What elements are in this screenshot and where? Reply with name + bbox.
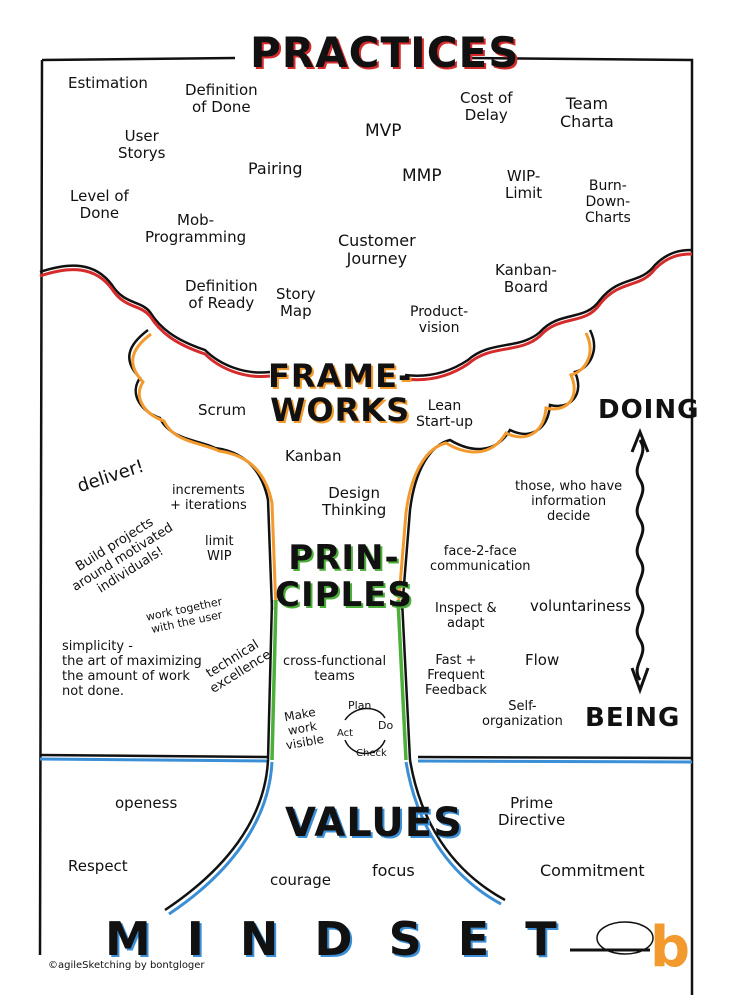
practice-wip-limit: WIP- Limit (505, 167, 543, 203)
practice-user-storys: User Storys (118, 127, 166, 163)
framework-kanban: Kanban (285, 447, 342, 465)
practice-mmp: MMP (402, 166, 442, 186)
principle-simplicity: simplicity - the art of maximizing the a… (62, 639, 202, 699)
value-focus: focus (372, 861, 415, 880)
crown-right-outline (404, 248, 693, 377)
pdca-plan: Plan (348, 699, 372, 712)
principle-cross-functional: cross-functional teams (283, 654, 387, 684)
practice-team-charta: Team Charta (560, 94, 614, 132)
practice-product-vision: Product- vision (410, 304, 469, 337)
practice-cost-of-delay: Cost of Delay (460, 89, 513, 125)
practice-kanban-board: Kanban- Board (495, 261, 557, 297)
heading-principles: PRIN- CIPLES (275, 538, 413, 616)
principle-make-work-visible: Make work visible (283, 704, 325, 752)
crown-left-color (39, 268, 271, 379)
framework-design-thinking: Design Thinking (322, 484, 387, 520)
principle-face-to-face: face-2-face communication (430, 544, 531, 574)
pdca-check: Check (356, 748, 387, 759)
framework-lean-startup: Lean Start-up (416, 398, 474, 431)
practice-estimation: Estimation (68, 74, 148, 92)
frame-lines (38, 56, 694, 995)
principle-inspect-adapt: Inspect & adapt (435, 601, 497, 631)
label-doing: DOING (598, 395, 700, 425)
heading-mindset: M I N D S E T (105, 912, 567, 966)
frameworks-left-color (131, 332, 278, 611)
arrow-head-down (630, 667, 650, 695)
frameworks-right-color (396, 332, 592, 611)
principle-self-organization: Self- organization (482, 699, 563, 729)
practice-burn-down-charts: Burn- Down- Charts (585, 178, 631, 227)
framework-scrum: Scrum (198, 401, 247, 419)
trunk-right-color (396, 599, 408, 761)
ground-line (39, 757, 693, 764)
pdca-do: Do (378, 719, 394, 732)
crown-left-outline (39, 264, 271, 374)
value-respect: Respect (68, 857, 128, 875)
logo-b: b (650, 915, 692, 980)
principle-increments: increments + iterations (170, 483, 247, 513)
pdca-act: Act (337, 728, 354, 739)
value-prime-directive: Prime Directive (498, 794, 566, 830)
practice-story-map: Story Map (276, 285, 316, 321)
principle-voluntariness: voluntariness (530, 597, 632, 615)
heading-values: VALUES (285, 800, 463, 846)
root-right (404, 761, 502, 906)
credit-text: ©agileSketching by bontgloger (48, 960, 205, 971)
stamp (596, 921, 654, 955)
value-openess: openess (115, 794, 178, 812)
trunk-left-color (270, 599, 278, 761)
value-commitment: Commitment (540, 861, 645, 880)
crown-right-color (404, 252, 693, 382)
principle-those-who-have: those, who have information decide (515, 479, 623, 524)
doing-being-arrow (635, 439, 645, 681)
heading-practices: PRACTICES (250, 28, 520, 77)
label-being: BEING (585, 703, 681, 733)
heading-frameworks: FRAME- WORKS (268, 357, 413, 429)
practice-mvp: MVP (365, 121, 402, 141)
practice-pairing: Pairing (248, 159, 303, 178)
practice-definition-of-ready: Definition of Ready (185, 277, 258, 313)
principle-limit-wip: limit WIP (205, 534, 234, 564)
value-courage: courage (270, 871, 332, 889)
principle-fast-feedback: Fast + Frequent Feedback (425, 653, 487, 698)
practice-definition-of-done: Definition of Done (185, 81, 258, 117)
principle-flow: Flow (525, 651, 560, 669)
arrow-head-up (630, 427, 650, 453)
practice-mob-programming: Mob- Programming (145, 211, 247, 247)
practice-level-of-done: Level of Done (70, 187, 129, 223)
root-left (168, 761, 274, 916)
practice-customer-journey: Customer Journey (338, 231, 416, 269)
